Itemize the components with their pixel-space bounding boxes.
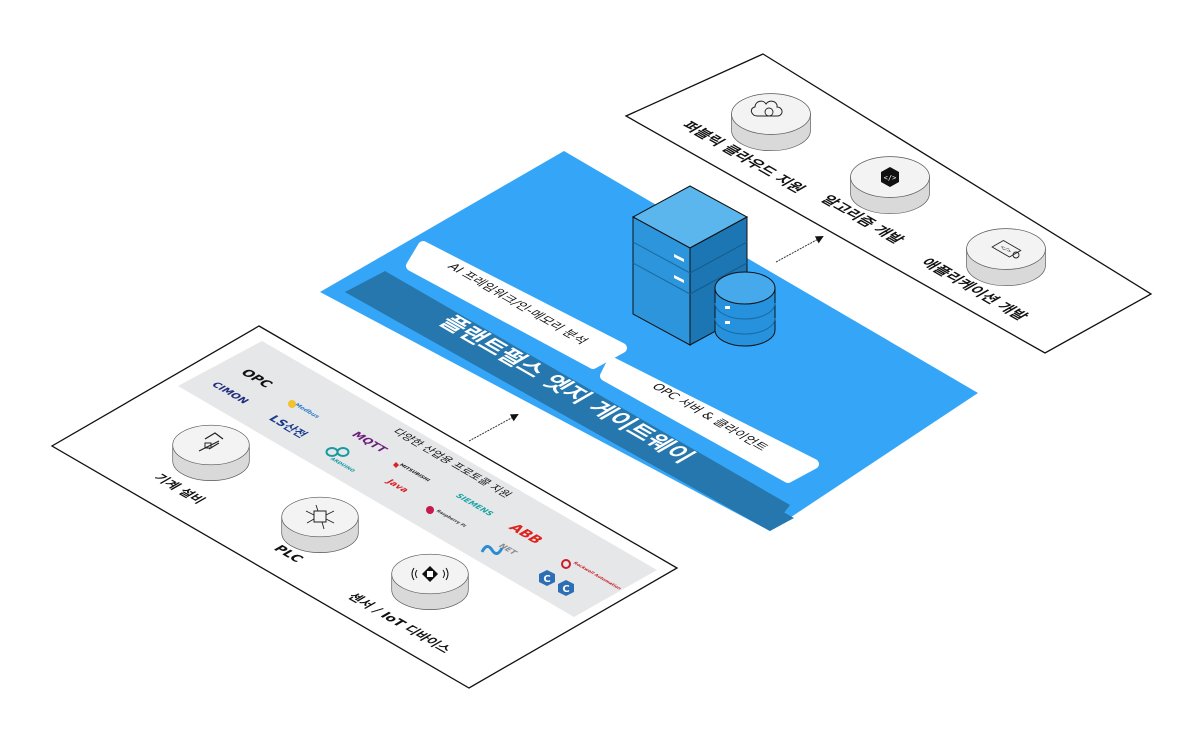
code-badge-icon: </> [881,167,899,187]
application-puck [966,228,1046,287]
robot-arm-icon [198,432,224,452]
platform-surface [320,151,978,531]
mitsubishi-diamond-icon [393,462,399,468]
app-dev-icon: </> [991,240,1022,259]
plc-puck [281,496,359,553]
svg-text:C: C [562,584,569,595]
feature-box-ai [406,241,627,369]
flow-arrow-sources-to-gateway [468,414,519,442]
svg-text:</>: </> [884,174,897,182]
gateway-platform: AI 프레임워크/인-메모리 분석 OPC 서버 & 클라이언트 플랜트펄스 엣… [320,151,978,531]
svg-text:</>: </> [998,245,1014,254]
cloud-puck [731,93,811,152]
machine-puck [172,424,250,481]
raspberry-icon [426,506,434,514]
database-icon [714,271,776,347]
rockwell-icon [561,559,571,569]
sources-panel-outline [50,325,679,689]
flow-arrow-gateway-to-targets [775,236,824,263]
sensor-signal-icon [411,566,449,582]
protocol-logo-area [178,341,657,617]
modbus-star-icon [288,400,296,408]
arduino-infinity-icon [325,447,350,457]
chip-icon [305,504,335,530]
svg-text:C: C [543,574,550,585]
cloud-icon [750,100,783,117]
feature-box-opc [600,357,819,483]
sources-panel: 다양한 산업용 프로토콜 지원 OPC CIMON Modbus LS산전 MQ… [50,325,679,689]
title-strip-body [345,271,790,531]
dotnet-wave-icon [480,545,504,555]
csharp-language-icon: C [558,580,574,596]
c-language-icon: C [539,570,555,586]
